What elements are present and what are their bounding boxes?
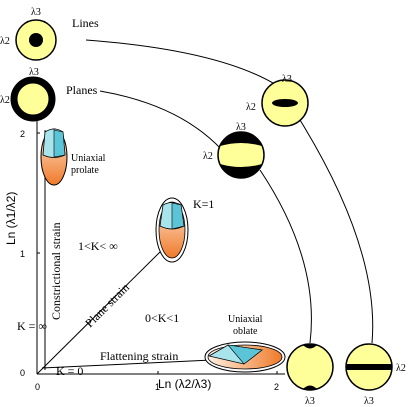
lambda3-label: λ3	[364, 396, 374, 407]
plane-strain-line	[36, 251, 161, 375]
plane-strain-label: Plane strain	[82, 280, 132, 330]
k-eq-1-label: K=1	[193, 197, 214, 211]
x-tick-label: 2	[274, 382, 279, 392]
x-tick-label: 0	[35, 382, 40, 392]
y-tick-label: 0	[20, 368, 25, 378]
y-tick-label: 2	[20, 129, 25, 139]
plane-to-oblate-curve	[259, 169, 312, 344]
planes-label: Planes	[66, 83, 98, 97]
oblate-label-line1: Uniaxial	[228, 314, 263, 325]
prolate-label-line1: Uniaxial	[71, 153, 106, 164]
lines-label: Lines	[72, 16, 99, 30]
oblate-label-line2: oblate	[233, 326, 258, 337]
lambda2-label: λ2	[203, 151, 213, 162]
k-range-low-label: 0<K<1	[145, 311, 179, 325]
plane-ellipsoid-face-shadow	[171, 202, 185, 230]
lambda3-label: λ3	[236, 122, 246, 133]
lambda2-label: λ2	[0, 95, 10, 106]
lambda2-label: λ2	[246, 102, 256, 113]
lambda2-label: λ2	[396, 363, 406, 374]
horizontal-lineation-symbol: λ3 λ2	[246, 74, 309, 127]
oblate-symbol: λ3	[286, 343, 334, 407]
constrictional-strain-label: Constrictional strain	[49, 222, 63, 320]
lambda3-label: λ3	[282, 74, 292, 85]
k-range-high-label: 1<K< ∞	[78, 239, 118, 253]
oblate-symbol-bottom-cap	[303, 385, 317, 391]
k-infinity-label: K = ∞	[17, 319, 47, 333]
plane-strain-symbol: λ3 λ2	[203, 122, 265, 179]
flattening-bar	[346, 364, 392, 370]
k-zero-label: K = 0	[56, 364, 83, 378]
prolate-label-line2: prolate	[71, 165, 99, 176]
oblate-face-shadow	[227, 344, 263, 365]
prolate-ellipsoid: Uniaxial prolate	[40, 128, 106, 186]
flattening-strain-label: Flattening strain	[100, 349, 178, 363]
oblate-symbol-circle	[286, 343, 334, 391]
planes-circle	[10, 76, 56, 122]
plane-strain-ellipsoid	[155, 197, 189, 263]
lambda3-label: λ3	[29, 67, 39, 78]
plane-to-lambda2-curve	[299, 119, 374, 344]
plane-strain-bottom-arc	[220, 164, 262, 178]
planes-symbol: λ3 λ2 Planes	[0, 67, 98, 122]
axes: 2 1 0 0 1 2 Ln (λ1/λ2) Ln (λ2/λ3)	[4, 120, 285, 392]
lineation-bar	[272, 99, 298, 107]
lines-symbol: λ3 λ2 Lines	[0, 7, 99, 61]
plane-strain-top-arc	[220, 132, 262, 146]
oblate-ellipsoid: Uniaxial oblate	[204, 314, 286, 373]
flattening-line	[41, 359, 213, 369]
x-tick-label: 1	[155, 382, 160, 392]
prolate-face-shadow	[53, 129, 66, 158]
x-axis-label: Ln (λ2/λ3)	[158, 377, 211, 391]
lines-to-plane-curve	[85, 39, 279, 87]
y-axis-label: Ln (λ1/λ2)	[4, 192, 18, 245]
planes-to-plane-curve	[99, 90, 223, 151]
lambda3-label: λ3	[305, 396, 315, 407]
y-tick-label: 1	[20, 249, 25, 259]
flattening-symbol: λ2 λ3	[345, 343, 406, 407]
oblate-symbol-top-cap	[303, 343, 317, 349]
lambda2-label: λ2	[0, 36, 10, 47]
lambda3-label: λ3	[31, 7, 41, 18]
lines-dot	[29, 33, 43, 47]
